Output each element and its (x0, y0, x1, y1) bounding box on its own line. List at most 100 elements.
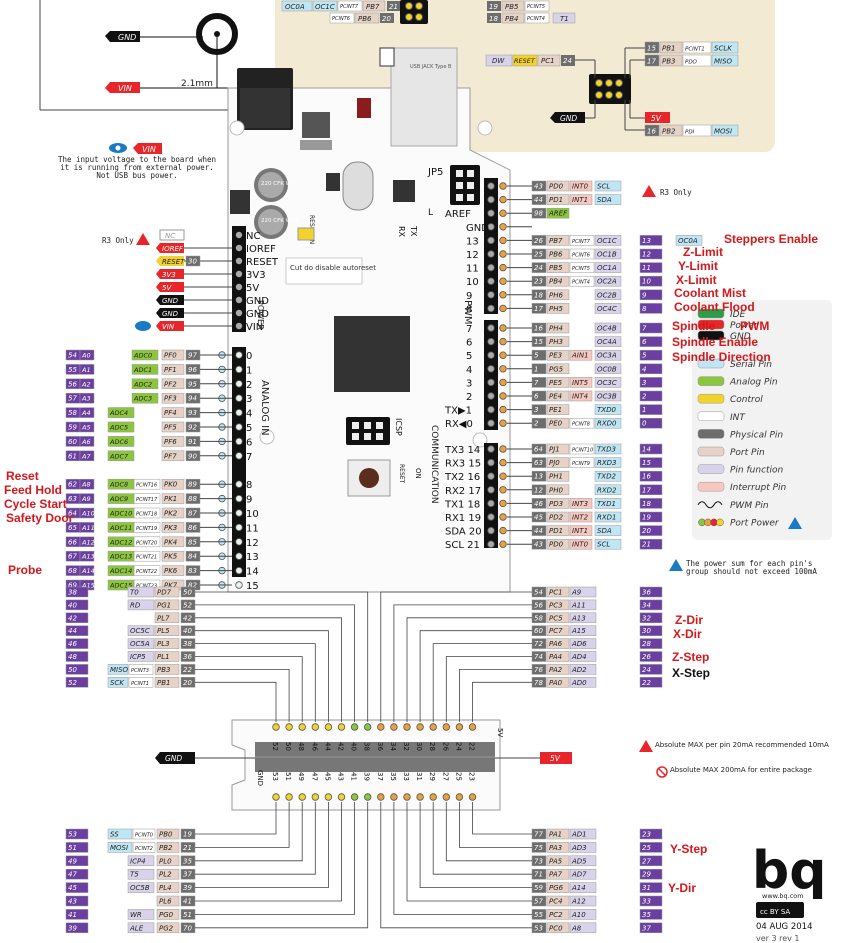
bottom-num: 19 (183, 831, 192, 839)
digital-f1: INT4 (572, 393, 588, 401)
digital-port: PE3 (549, 352, 562, 360)
bottom-pc: PCINT0 (135, 833, 153, 839)
cut-note-label: Cut do disable autoreset (290, 264, 376, 272)
bottom-port: PL1 (157, 653, 170, 661)
digital-num: 6 (534, 393, 539, 401)
header-top-num: 30 (415, 742, 423, 751)
digital-num: 2 (534, 420, 539, 428)
analog-port: PF2 (164, 380, 177, 388)
power-header-strip (232, 226, 246, 332)
digital-f2: OC4B (597, 325, 617, 333)
bottom-num: 58 (534, 614, 543, 622)
legend-label: Interrupt Pin (730, 483, 787, 493)
power-board-label: POWER (256, 300, 265, 330)
jack-vin-label: VIN (118, 84, 132, 93)
analog-port: PK3 (164, 524, 177, 532)
analog-a: A3 (81, 395, 91, 403)
digital-port: PH5 (549, 305, 563, 313)
header-top-num: 22 (468, 742, 476, 751)
digital-num: 16 (534, 325, 543, 333)
bottom-f: T0 (130, 589, 139, 597)
analog-number: 0 (246, 351, 252, 362)
analog-adc: ADC6 (109, 438, 128, 446)
digital-num: 64 (534, 446, 543, 454)
bottom-d: 47 (68, 871, 77, 879)
digital-label: TX3 14 (444, 445, 480, 456)
usb-jack-label: USB JACK Type B (410, 64, 452, 70)
digital-num: 98 (534, 210, 543, 218)
header-top-num: 44 (323, 742, 331, 751)
cnc-spindle: Spindle (672, 319, 716, 333)
digital-d: 4 (642, 365, 646, 373)
digital-d: 18 (642, 500, 651, 508)
bottom-num: 76 (534, 666, 543, 674)
legend-label: PWM Pin (730, 501, 769, 511)
digital-num: 44 (534, 527, 543, 535)
bottom-port: PG6 (549, 884, 564, 892)
analog-number: 5 (246, 423, 252, 434)
digital-d: 14 (642, 446, 651, 454)
bottom-f: A14 (571, 884, 586, 892)
digital-label: TX▶1 (444, 406, 472, 417)
cap2-label: 220 CFK W53 (261, 218, 299, 224)
pcint6-top: PCINT6 (332, 16, 350, 22)
bottom-port: PA6 (549, 640, 563, 648)
top-header: OC0A OC1C PCINT7 PB7 21 PCINT6 PB6 20 19… (281, 0, 576, 24)
bottom-d: 51 (68, 844, 77, 852)
cnc-probe: Probe (8, 563, 43, 577)
digital-d: 5 (642, 352, 647, 360)
icsp-dw: DW (492, 57, 505, 65)
digital-f2: RXD0 (597, 420, 617, 428)
digital-d: 0 (642, 420, 647, 428)
r3-only-right: R3 Only (660, 188, 692, 197)
icsp-fn: SCLK (714, 45, 733, 53)
bottom-num: 53 (534, 924, 543, 932)
eye-icon (135, 321, 151, 331)
analog-pin-num: 67 (68, 553, 77, 561)
power-num: 30 (188, 258, 197, 266)
icsp-top-block: DW RESET PC1 24 GND 5V (485, 47, 670, 131)
analog-pin-num: 55 (68, 366, 77, 374)
bottom-num: 60 (534, 627, 543, 635)
legend-label: Port Pin (730, 448, 765, 458)
analog-num: 88 (188, 495, 197, 503)
bottom-port: PC0 (549, 924, 563, 932)
header-bot-num: 27 (441, 772, 449, 781)
analog-pin-num: 60 (68, 438, 77, 446)
analog-port: PF3 (164, 395, 177, 403)
bottom-d: 34 (642, 601, 651, 609)
digital-num: 46 (534, 500, 543, 508)
analog-extra: PCINT19 (136, 526, 157, 532)
digital-label: SDA 20 (445, 527, 482, 538)
analog-adc: ADC5 (109, 424, 128, 432)
bottom-f: A11 (571, 601, 586, 609)
digital-label: 12 (466, 250, 479, 261)
header-top-num: 50 (284, 742, 292, 751)
digital-f1: PCINT7 (572, 239, 591, 245)
bottom-f: OC5A (130, 640, 150, 648)
digital-num: 25 (534, 251, 543, 259)
analog-pin-num: 54 (68, 352, 77, 360)
bottom-port: PA1 (549, 831, 562, 839)
bottom-f: T5 (130, 871, 139, 879)
analog-num: 90 (188, 452, 197, 460)
analog-extra: PCINT16 (136, 483, 157, 489)
brand-block: bq www.bq.com cc BY SA 04 AUG 2014 ver 3… (752, 841, 826, 943)
digital-f2: TXD0 (597, 406, 616, 414)
digital-label: RX2 17 (445, 486, 481, 497)
digital-f1: INT5 (572, 379, 589, 387)
header-top-num: 42 (337, 742, 345, 751)
analog-number: 14 (246, 567, 259, 578)
analog-port: PK5 (164, 553, 178, 561)
digital-port: PD1 (549, 196, 563, 204)
header-top-num: 28 (428, 742, 436, 751)
power-header-label: 3V3 (246, 270, 266, 281)
cnc-y-step: Y-Step (670, 842, 708, 856)
analog-num: 93 (188, 409, 197, 417)
bottom-num: 37 (183, 871, 192, 879)
header-bot-num: 47 (310, 772, 318, 781)
header-bot-num: 35 (389, 772, 397, 781)
analog-port: PK7 (164, 582, 178, 590)
icsp-gnd: GND (560, 114, 577, 123)
digital-port: PD3 (549, 500, 563, 508)
